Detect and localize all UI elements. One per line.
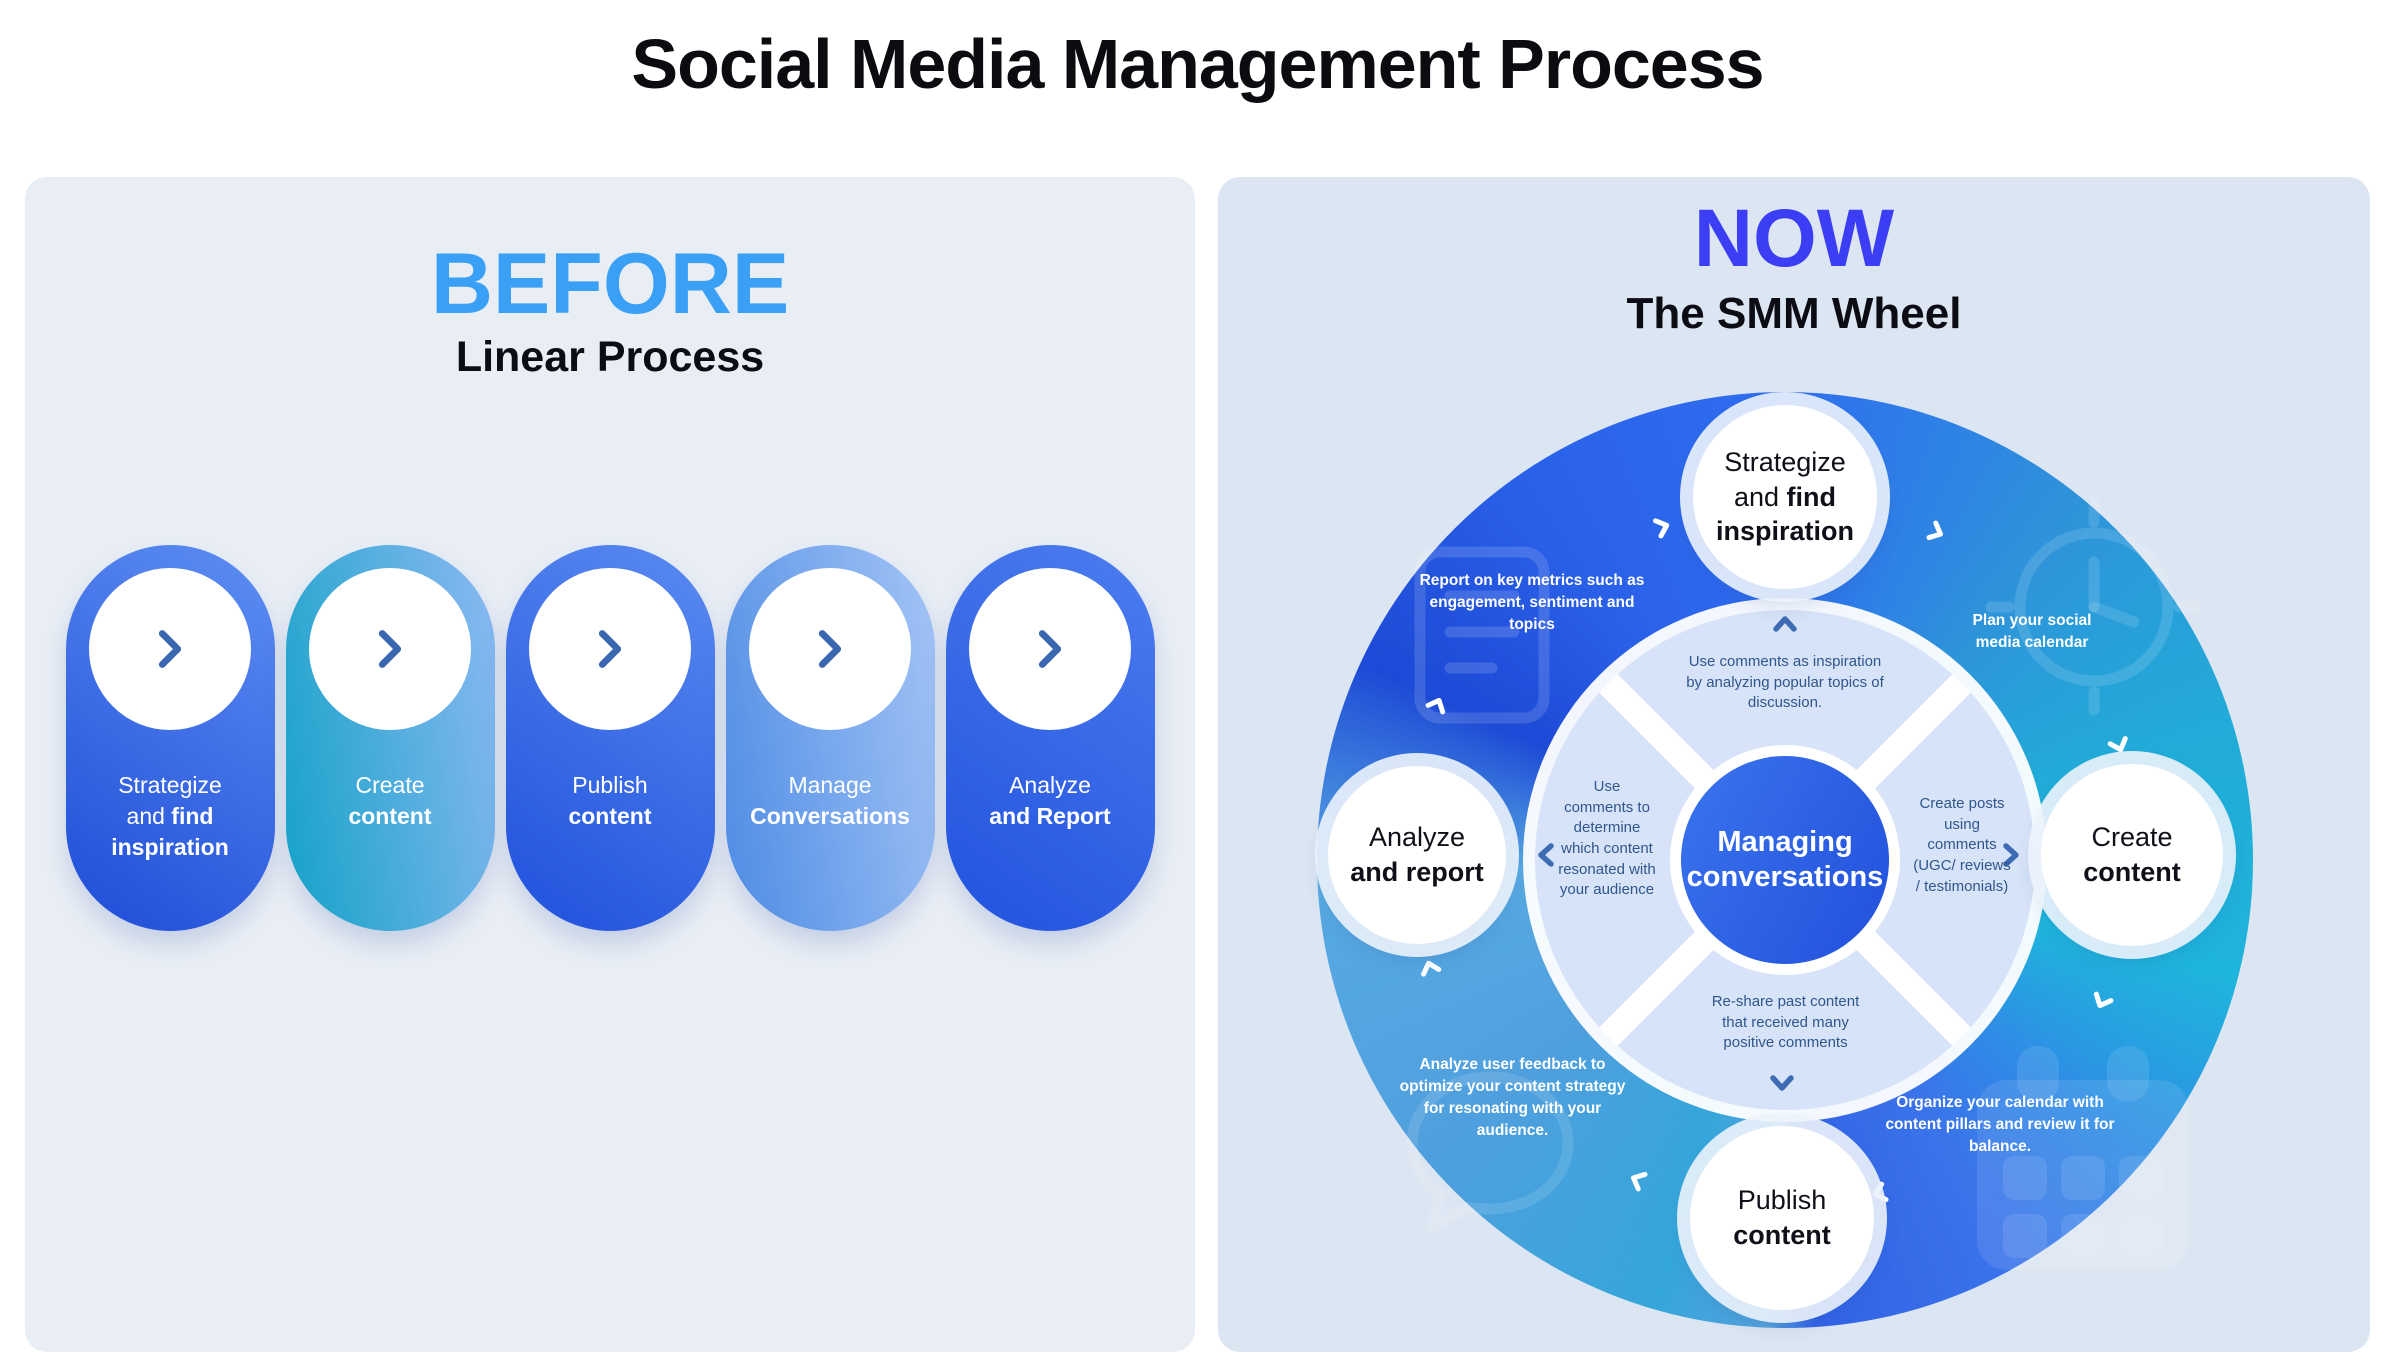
node-label: Strategize and find inspiration — [1715, 447, 1854, 547]
before-panel: BEFORE Linear Process Strategize and fin… — [25, 177, 1195, 1352]
chevron-right-icon — [749, 568, 911, 730]
step-label: Manage Conversations — [750, 772, 910, 829]
chevron-up-icon — [1773, 616, 1797, 632]
now-subtitle: The SMM Wheel — [1626, 289, 1962, 338]
wheel-node-strategize: Strategize and find inspiration — [1693, 405, 1877, 589]
chat-bubble-icon — [1406, 1071, 1574, 1233]
quadrant-text-left: Use comments to determine which content … — [1558, 778, 1656, 899]
chevron-left-icon — [1538, 843, 1554, 867]
step-pill-publish: Publish content — [505, 545, 715, 931]
step-pill-analyze: Analyze and Report — [945, 545, 1155, 931]
note-report-metrics: Report on key metrics such as engagement… — [1419, 572, 1645, 633]
step-pill-create: Create content — [285, 545, 495, 931]
smm-wheel: Report on key metrics such as engagement… — [1317, 392, 2253, 1328]
step-label: Publish content — [568, 772, 652, 829]
wheel-node-publish: Publish content — [1690, 1126, 1874, 1310]
note-organize-calendar: Organize your calendar with content pill… — [1885, 1094, 2115, 1155]
chevron-right-icon — [2003, 843, 2019, 867]
calendar-icon — [1977, 1046, 2189, 1270]
hub-line-1: Managing — [1717, 825, 1853, 858]
step-label: Create content — [348, 772, 432, 829]
step-pill-strategize: Strategize and find inspiration — [65, 545, 275, 931]
hub-line-2: conversations — [1686, 861, 1884, 893]
rotation-chevron-icon — [1425, 697, 1446, 715]
node-label: Create content — [2083, 822, 2181, 887]
node-label: Analyze and report — [1350, 822, 1484, 887]
rotation-chevron-icon — [1421, 960, 1442, 977]
rotation-chevron-icon — [1926, 520, 1944, 541]
quadrant-text-right: Create posts using comments (UGC/ review… — [1913, 795, 2011, 895]
linear-steps-row: Strategize and find inspiration Create c… — [25, 545, 1195, 931]
rotation-chevron-icon — [1630, 1171, 1648, 1192]
hub-managing-conversations: Managing conversations — [1681, 756, 1889, 964]
chevron-right-icon — [969, 568, 1131, 730]
wheel-node-create: Create content — [2041, 764, 2223, 946]
step-label: Analyze and Report — [989, 772, 1111, 829]
quadrant-text-bottom: Re-share past content that received many… — [1711, 993, 1860, 1052]
wheel-node-analyze: Analyze and report — [1328, 766, 1506, 944]
note-plan-calendar: Plan your social media calendar — [1972, 612, 2092, 651]
chevron-down-icon — [1770, 1075, 1794, 1091]
chevron-right-icon — [89, 568, 251, 730]
chevron-right-icon — [309, 568, 471, 730]
rotation-chevron-icon — [2107, 736, 2128, 753]
quadrant-text-top: Use comments as inspiration by analyzing… — [1686, 653, 1884, 712]
now-panel: NOW The SMM Wheel — [1218, 177, 2370, 1352]
rotation-chevron-icon — [1653, 518, 1670, 539]
rotation-chevron-icon — [1872, 1181, 1889, 1203]
node-label: Publish content — [1733, 1185, 1831, 1250]
chevron-right-icon — [529, 568, 691, 730]
now-title: NOW — [1693, 193, 1895, 284]
page-title: Social Media Management Process — [631, 25, 1764, 103]
step-pill-manage: Manage Conversations — [725, 545, 935, 931]
before-title: BEFORE — [430, 236, 790, 332]
step-label: Strategize and find inspiration — [111, 772, 229, 860]
clock-icon — [1985, 498, 2203, 716]
rotation-chevron-icon — [2093, 991, 2114, 1009]
before-subtitle: Linear Process — [455, 333, 765, 381]
